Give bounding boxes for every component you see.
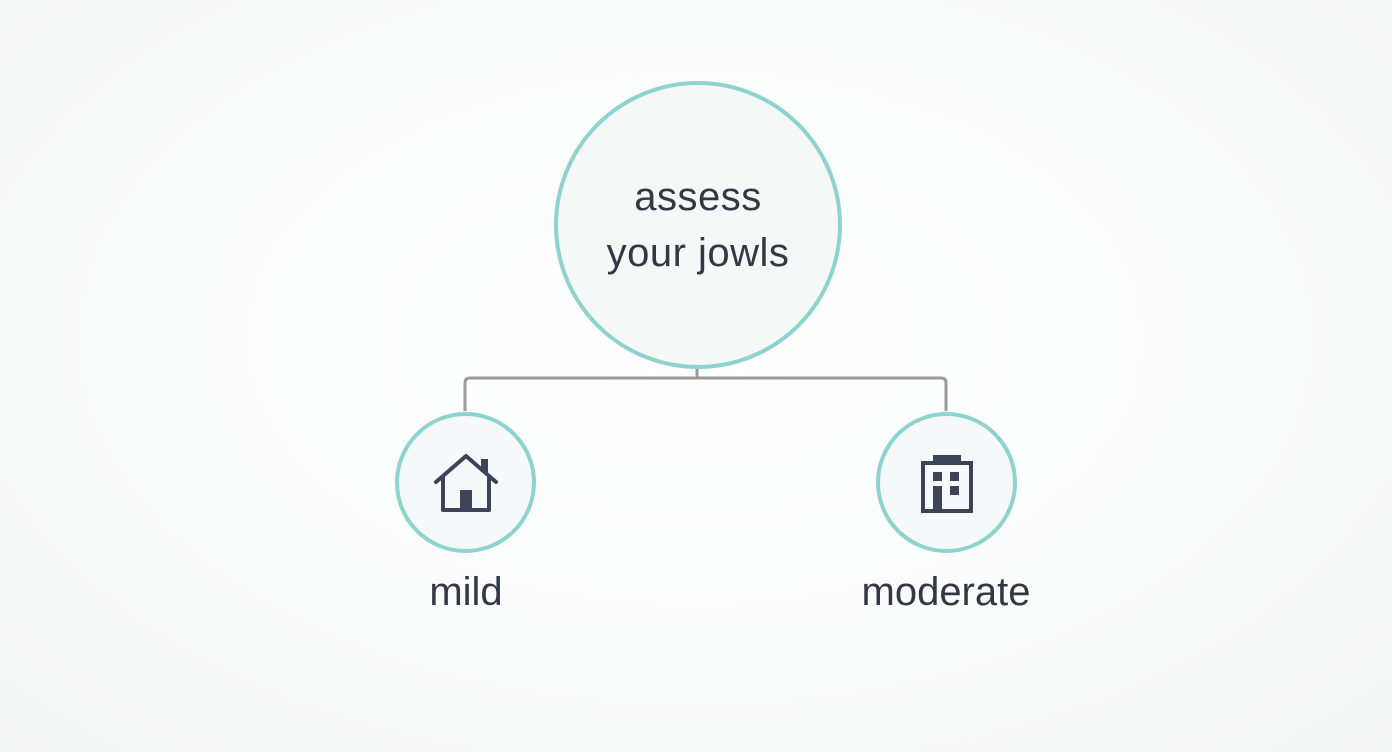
connector-horizontal-bar — [463, 376, 948, 411]
child-node-moderate — [876, 412, 1017, 553]
building-icon — [919, 453, 975, 513]
child-node-mild — [395, 412, 536, 553]
child-label-mild: mild — [429, 570, 503, 614]
house-icon — [433, 452, 499, 514]
root-node: assess your jowls — [554, 81, 842, 369]
root-node-label: assess your jowls — [607, 169, 790, 281]
root-node-line-1: assess — [634, 175, 762, 219]
root-node-line-2: your jowls — [606, 231, 790, 275]
child-label-moderate: moderate — [861, 570, 1031, 614]
